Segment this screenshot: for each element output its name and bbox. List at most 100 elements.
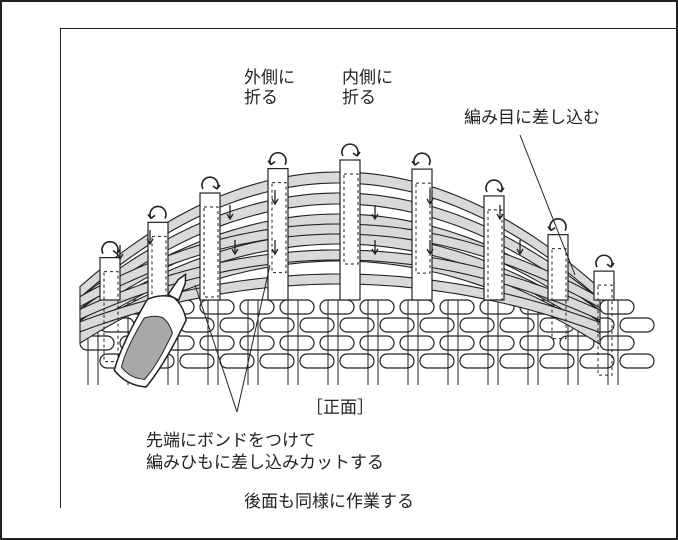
weave-cell [619,353,655,369]
fold-arrow-icon [549,218,567,232]
weave-cell [239,299,275,315]
stake-strip [267,168,289,301]
weave-cell [619,317,655,333]
weave-cell [579,353,615,369]
weave-cell [419,353,455,369]
fold-arrow-head [267,160,276,166]
weave-cell [199,335,235,351]
leader-glue-right [236,264,271,413]
stake-strip [411,168,433,301]
stake-tucked-end [343,173,359,265]
fold-arrow-head [147,213,156,219]
down-arrow-head [426,248,434,256]
down-arrow-head [496,213,504,221]
stake-tucked-end [103,271,119,363]
weave-cell [219,317,255,333]
weave-cell [439,299,475,315]
stake-tucked-end [271,182,287,274]
leader-lines [194,134,576,413]
weave-cell [459,317,495,333]
fold-arrow-head [606,262,615,268]
weave-cell [339,353,375,369]
weave-cell [179,353,215,369]
stake-strip [483,195,505,301]
weave-cell [599,335,635,351]
leader-glue-left [194,284,238,413]
fold-arrow-icon [341,143,359,157]
stake-tucked-end [551,248,567,340]
glue-bottle-icon [113,272,187,388]
down-arrow-head [426,198,434,206]
down-arrow-head [516,248,524,256]
weave-cell [339,317,375,333]
label-glue-instruction: 先端にボンドをつけて 編みひもに差し込みカットする [146,431,384,473]
fold-arrows [101,143,615,268]
weave-cell [499,353,535,369]
leader-insert [519,134,576,276]
down-arrow-head [226,213,234,221]
label-insert: 編み目に差し込む [464,108,600,128]
stake-strip [547,234,569,301]
stake-tucked-end [151,235,167,327]
figure-panel [60,28,678,508]
weave-cell [519,335,555,351]
fold-arrow-icon [269,152,287,165]
stake-tucked-end [203,206,219,298]
weave-cell [479,335,515,351]
stake-tucked-end [487,209,503,301]
fold-arrow-icon [413,152,431,166]
weave-cell [379,353,415,369]
stake-strip [99,257,121,301]
fold-arrow-head [547,226,556,232]
weave-cell [319,299,355,315]
weave-cell [239,335,275,351]
down-arrow-head [271,198,279,206]
down-arrow-head [371,213,379,221]
weave-cell [499,317,535,333]
stakes [99,159,615,376]
label-inner-fold: 内側に 折る [342,68,393,108]
weave-cell [359,335,395,351]
fold-arrow-icon [485,179,503,193]
label-front-view: ［正面］ [306,398,374,418]
fold-arrow-head [212,184,221,190]
weave-cell [259,317,295,333]
label-back-note: 後面も同様に作業する [244,492,414,512]
down-arrow-head [116,253,124,261]
weave-cell [279,299,315,315]
down-arrows [116,190,524,261]
weave-cell [319,335,355,351]
fold-arrow-icon [201,176,219,190]
label-outer-fold: 外側に 折る [244,68,295,108]
stake-strip [147,221,169,301]
weave-cell [539,353,575,369]
stake-strip [339,159,361,301]
weave-cell [299,317,335,333]
down-arrow-head [271,248,279,256]
fold-arrow-head [112,249,121,255]
fold-arrow-head [352,151,361,157]
weave-cell [419,317,455,333]
fold-arrow-icon [595,254,613,268]
fold-arrow-head [496,187,505,193]
weave-cell [459,353,495,369]
weave-cell [599,299,635,315]
fold-arrow-icon [149,205,167,219]
down-arrow-head [371,248,379,256]
weave-cell [199,299,235,315]
weave-cell [279,335,315,351]
stake-strip [199,192,221,301]
fold-arrow-head [411,160,420,166]
down-arrow-head [231,248,239,256]
weave-cell [359,299,395,315]
weave-cell [399,299,435,315]
fold-arrow-icon [101,241,119,254]
stake-tucked-end [415,182,431,274]
weave-cell [379,317,415,333]
weave-cell [299,353,335,369]
down-arrow-head [146,238,154,246]
stake-tucked-end [597,284,613,376]
weave-cell [439,335,475,351]
weave-cell [259,353,295,369]
